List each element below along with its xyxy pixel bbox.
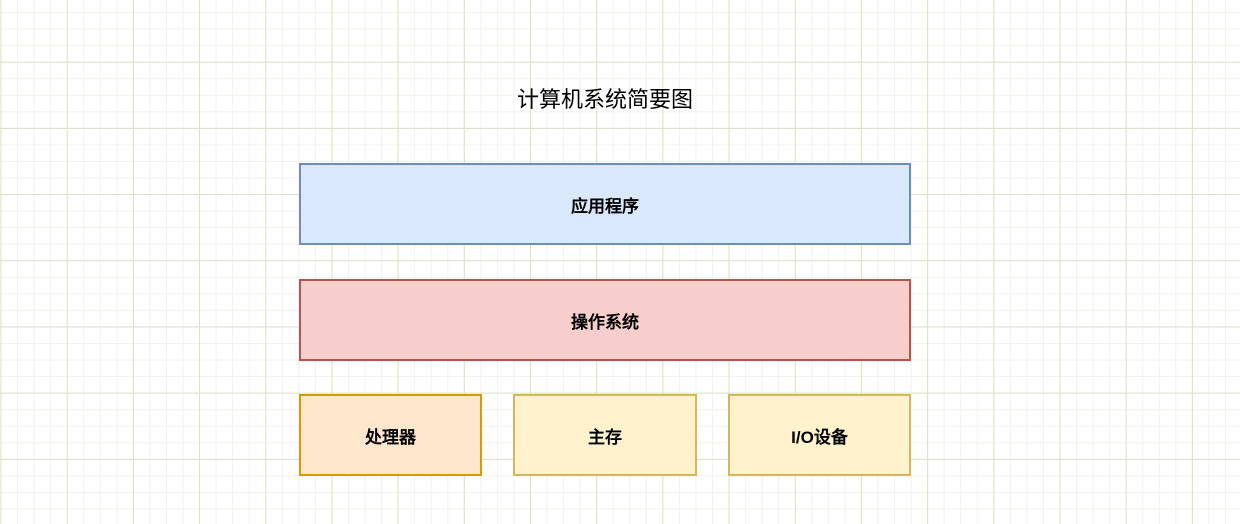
node-io-devices-label: I/O设备 xyxy=(791,427,848,447)
node-operating-system[interactable]: 操作系统 xyxy=(299,279,911,361)
node-processor-label: 处理器 xyxy=(365,427,416,447)
node-operating-system-label: 操作系统 xyxy=(571,312,639,332)
node-main-memory[interactable]: 主存 xyxy=(513,394,697,476)
node-processor[interactable]: 处理器 xyxy=(299,394,482,476)
node-application[interactable]: 应用程序 xyxy=(299,163,911,245)
node-io-devices[interactable]: I/O设备 xyxy=(728,394,911,476)
diagram-title[interactable]: 计算机系统简要图 xyxy=(516,87,693,112)
node-main-memory-label: 主存 xyxy=(588,427,622,447)
node-application-label: 应用程序 xyxy=(571,196,639,216)
